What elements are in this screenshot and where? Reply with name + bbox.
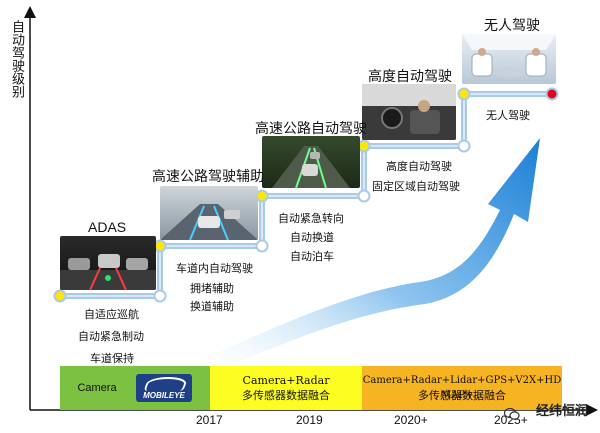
feature-adas-3: 车道保持 — [90, 352, 134, 365]
feature-hwa-3: 换道辅助 — [190, 300, 234, 313]
hwp-photo — [262, 136, 360, 188]
node-driverless-end — [545, 87, 559, 101]
feature-driverless-1: 无人驾驶 — [486, 109, 530, 122]
node-had-end — [457, 139, 471, 153]
stage-title-hwa: 高速公路驾驶辅助 — [152, 169, 264, 185]
feature-hwp-2: 自动换道 — [290, 231, 334, 244]
wechat-icon — [504, 407, 520, 420]
stage-title-adas: ADAS — [88, 219, 127, 235]
band-full-sensors — [362, 366, 562, 410]
feature-adas-2: 自动紧急制动 — [78, 330, 144, 343]
feature-hwa-1: 车道内自动驾驶 — [176, 262, 253, 275]
hwa-photo — [160, 186, 258, 240]
nodes — [53, 87, 559, 303]
node-hwa-end — [255, 239, 269, 253]
band-full-sensors-label: Camera+Radar+Lidar+GPS+V2X+HD MAP+... — [362, 375, 562, 401]
node-adas-end — [153, 289, 167, 303]
node-hwa-start — [153, 239, 167, 253]
node-hwp-end — [357, 189, 371, 203]
stage-title-had: 高度自动驾驶 — [368, 69, 452, 85]
band-camera-radar — [210, 366, 362, 410]
node-had-start — [357, 139, 371, 153]
driverless-photo — [462, 34, 556, 84]
had-photo — [362, 84, 456, 140]
feature-adas-1: 自适应巡航 — [84, 308, 139, 321]
feature-had-1: 高度自动驾驶 — [386, 160, 452, 173]
trend-arrow — [205, 138, 540, 372]
mobileye-logo: MOBILEYE — [136, 374, 192, 402]
adas-photo — [60, 236, 156, 290]
stage-title-hwp: 高速公路自动驾驶 — [255, 121, 367, 137]
band-full-sensors-sub: 多传感器数据融合 — [418, 389, 506, 402]
tick-2020plus: 2020+ — [394, 413, 428, 427]
feature-had-2: 固定区域自动驾驶 — [372, 180, 460, 193]
watermark: 经纬恒润 — [535, 404, 588, 419]
band-camera-radar-sub: 多传感器数据融合 — [242, 389, 330, 402]
node-driverless-start — [457, 87, 471, 101]
band-camera-label: Camera — [77, 382, 117, 394]
tick-2017: 2017 — [196, 413, 223, 427]
y-axis-label: 自动驾驶级别 — [9, 20, 24, 98]
feature-hwa-2: 拥堵辅助 — [190, 282, 234, 295]
tick-2019: 2019 — [296, 413, 323, 427]
feature-hwp-3: 自动泊车 — [290, 250, 334, 263]
feature-hwp-1: 自动紧急转向 — [278, 212, 344, 225]
node-adas-start — [53, 289, 67, 303]
band-camera-radar-label: Camera+Radar — [242, 374, 330, 387]
stage-title-driverless: 无人驾驶 — [484, 18, 540, 34]
mobileye-logo-text: MOBILEYE — [143, 391, 185, 400]
node-hwp-start — [255, 189, 269, 203]
